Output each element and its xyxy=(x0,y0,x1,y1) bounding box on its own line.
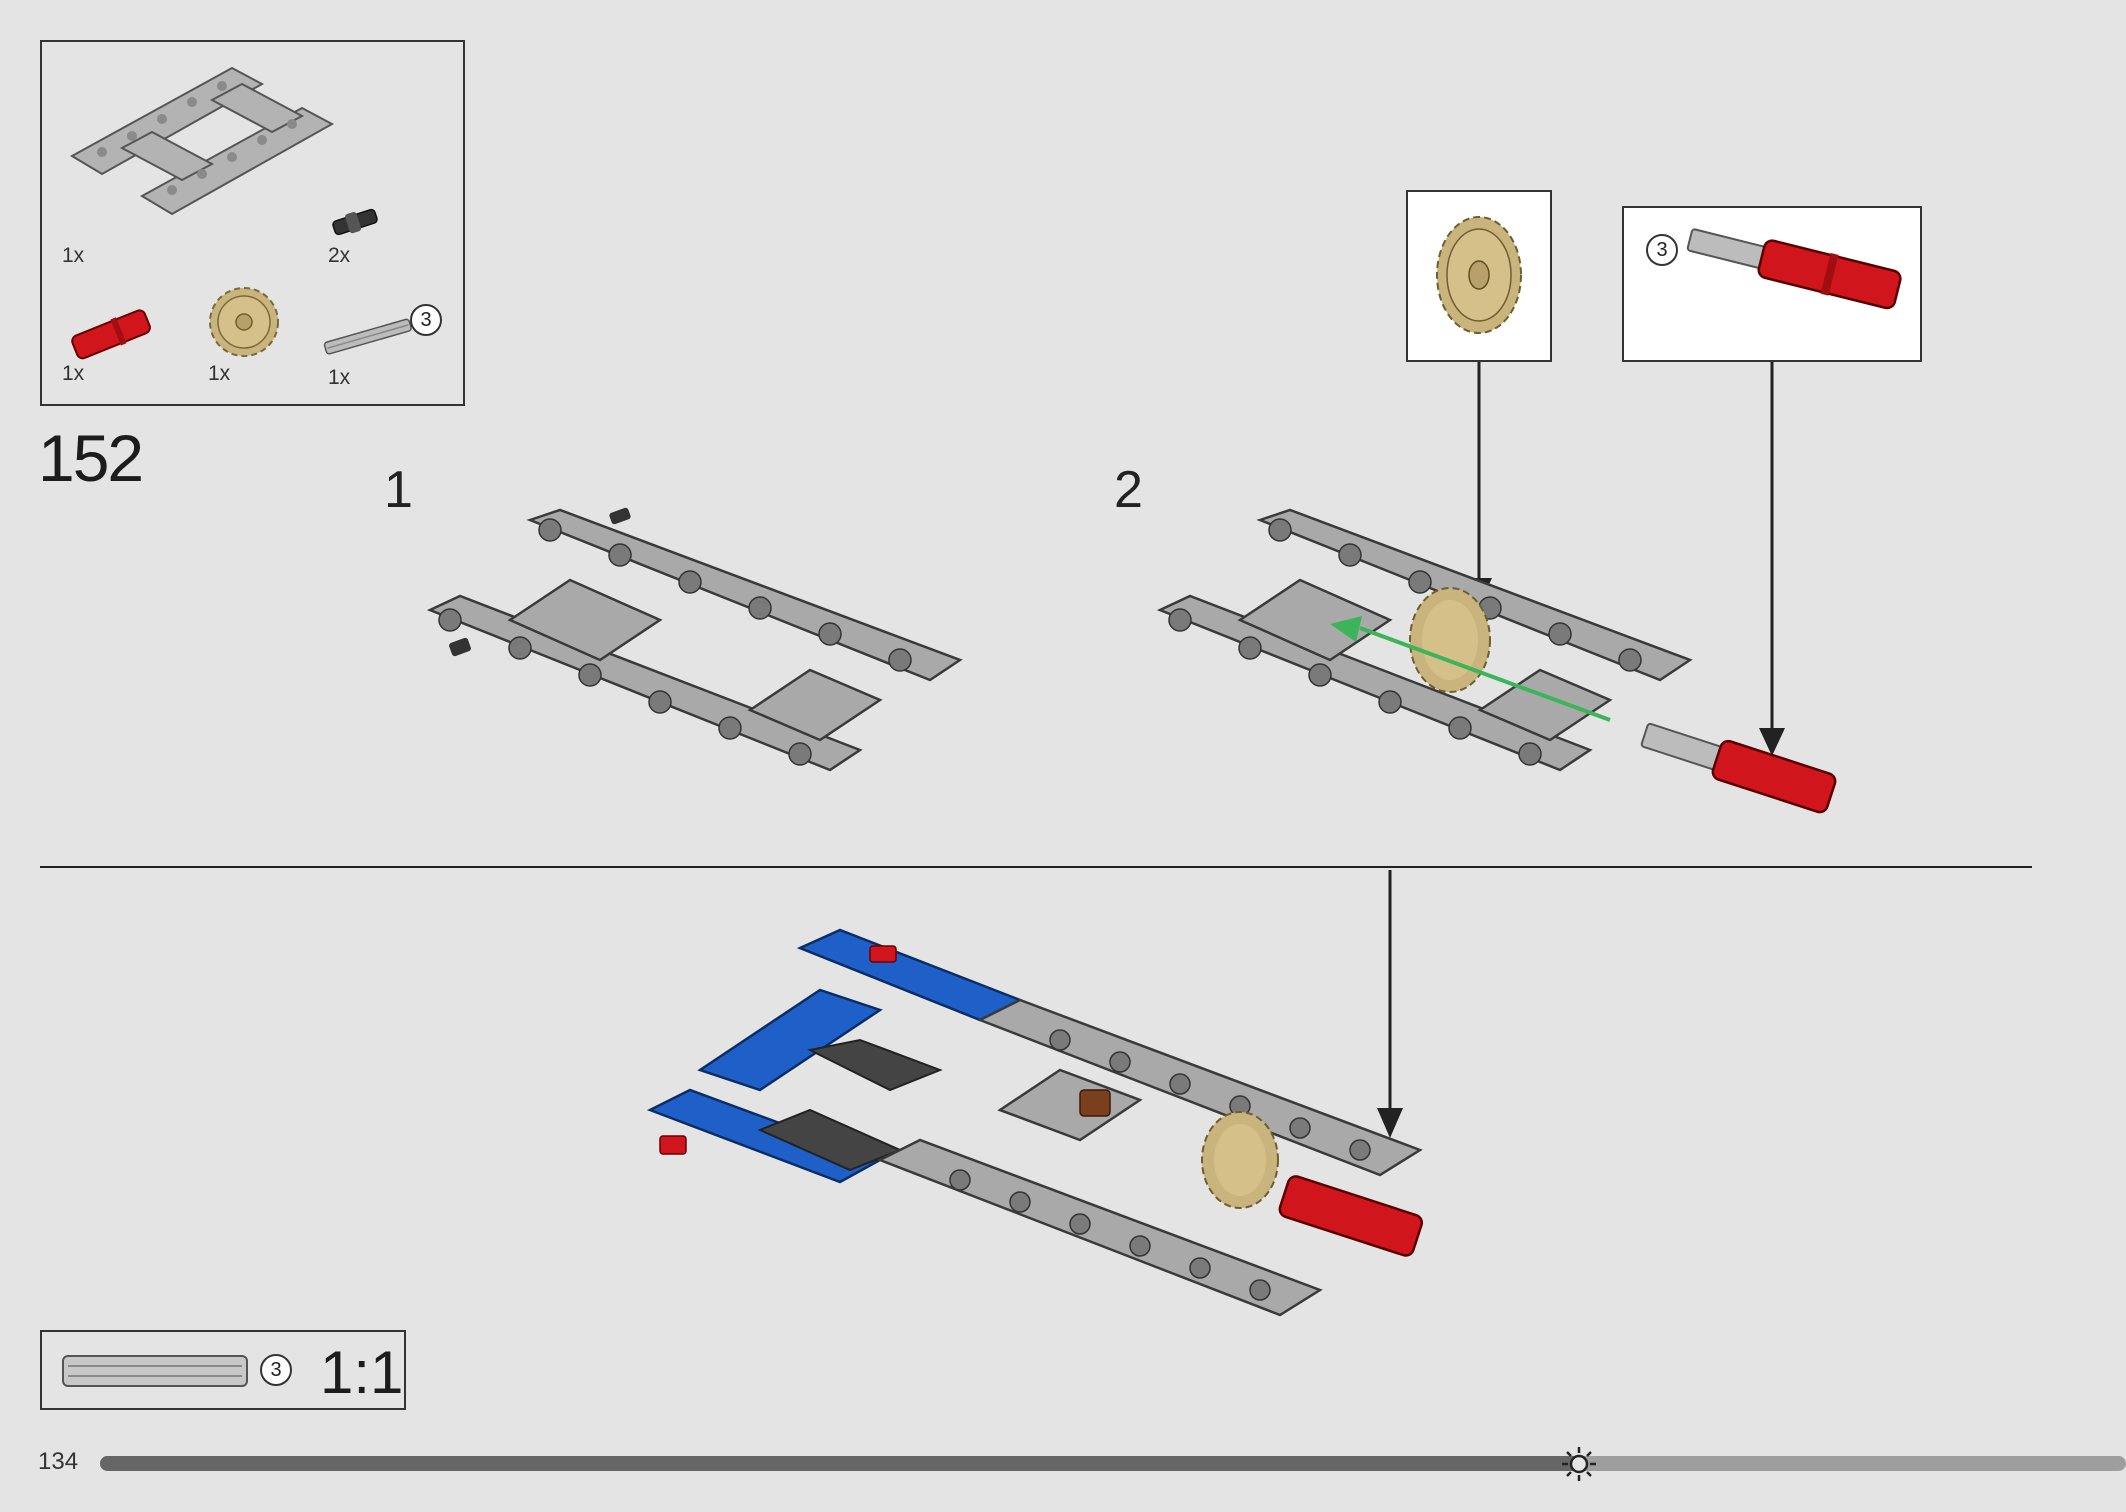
scale-length-badge: 3 xyxy=(260,1354,292,1386)
callout-axle-with-connector-icon xyxy=(1686,228,1902,310)
scale-reference-panel: 3 1:1 xyxy=(40,1330,406,1410)
progress-sun-icon xyxy=(1562,1447,1596,1481)
progress-fill xyxy=(100,1456,1579,1471)
qty-frame: 1x xyxy=(62,244,85,267)
red-axle-connector-image xyxy=(71,309,151,360)
callout-tan-gear-icon xyxy=(1436,216,1522,334)
tan-gear-image xyxy=(209,287,279,357)
substep-1-frame-image xyxy=(426,507,963,772)
scale-axle-image xyxy=(62,1355,248,1387)
axle-callout: 3 xyxy=(1622,206,1922,362)
section-divider xyxy=(40,866,2032,868)
result-assembly-image xyxy=(646,928,1424,1317)
substep-1-label: 1 xyxy=(384,461,413,519)
callout-axle-length-badge: 3 xyxy=(1646,234,1678,266)
qty-connector-pin: 2x xyxy=(328,244,351,267)
parts-list-panel: 1x 2x 1x 1x 3 1x xyxy=(40,40,465,406)
page-number: 134 xyxy=(38,1448,79,1475)
qty-grey-axle: 1x xyxy=(328,366,351,389)
substep-2-assembly-image xyxy=(1156,508,1837,814)
gear-callout xyxy=(1406,190,1552,362)
substep-2-label: 2 xyxy=(1114,461,1143,519)
connector-pin-image xyxy=(332,208,378,236)
frame-part-image xyxy=(69,66,335,216)
axle-length-badge: 3 xyxy=(410,304,442,336)
qty-tan-gear: 1x xyxy=(208,362,231,385)
qty-red-axle-connector: 1x xyxy=(62,362,85,385)
step-number: 152 xyxy=(38,421,144,495)
scale-ratio: 1:1 xyxy=(320,1339,404,1406)
grey-axle-image xyxy=(323,318,412,355)
